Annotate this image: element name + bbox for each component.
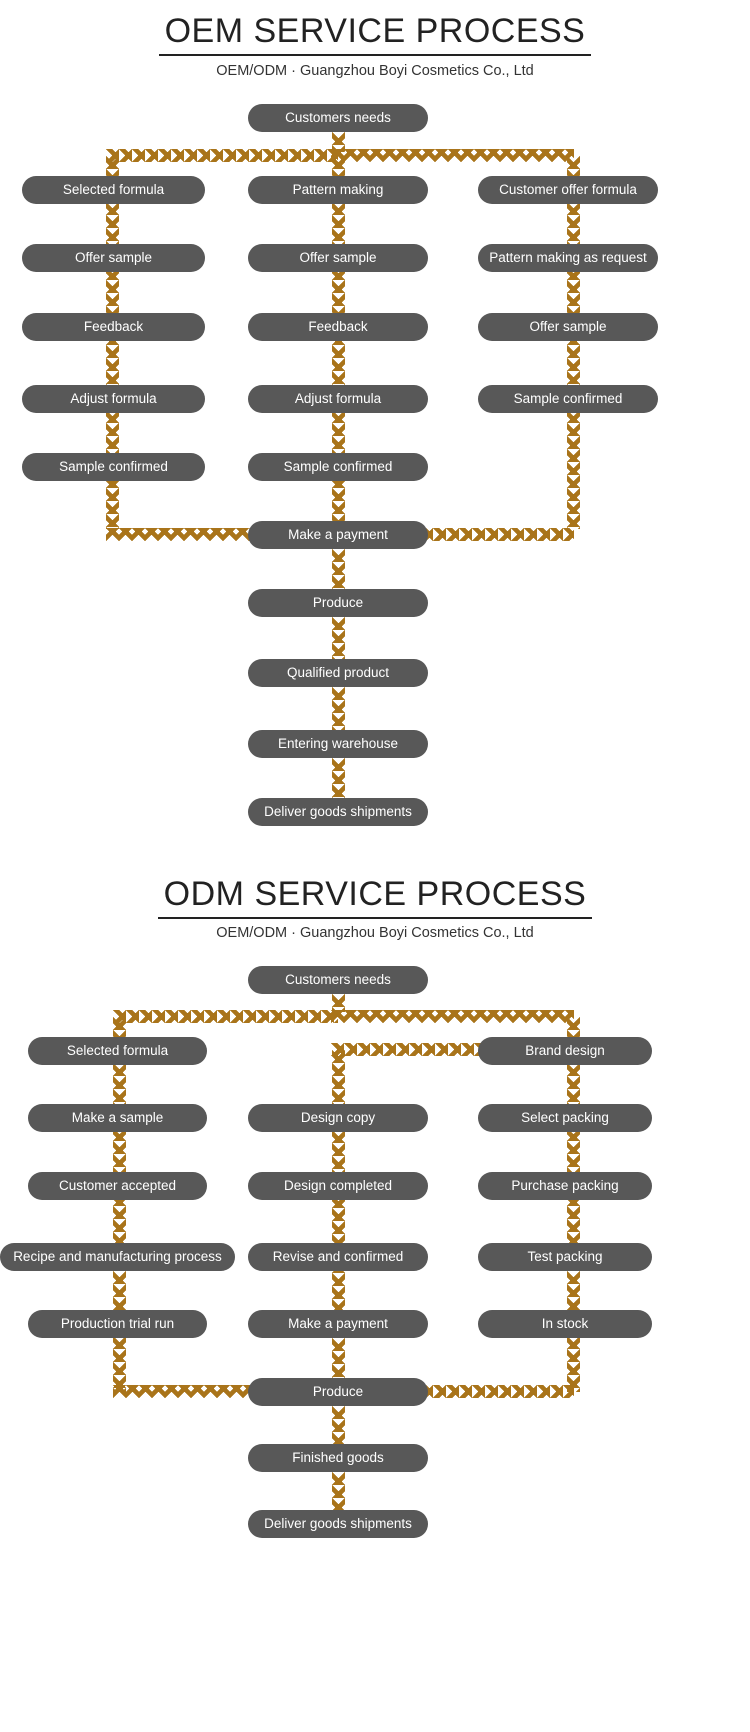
oem-middle-step-5[interactable]: Sample confirmed xyxy=(248,453,428,481)
oem-tail-connector-3 xyxy=(331,687,345,730)
odm-middle-step-3[interactable]: Revise and confirmed xyxy=(248,1243,428,1271)
oem-left-step-2[interactable]: Offer sample xyxy=(22,244,205,272)
oem-tail-step-1[interactable]: Produce xyxy=(248,589,428,617)
oem-tail-connector-2 xyxy=(331,617,345,659)
oem-merge-node[interactable]: Make a payment xyxy=(248,521,428,549)
oem-tail-connector-1 xyxy=(331,549,345,590)
odm-merge-from-left xyxy=(113,1385,281,1398)
odm-right-step-1[interactable]: Brand design xyxy=(478,1037,652,1065)
oem-title-text: OEM SERVICE PROCESS xyxy=(158,12,592,56)
odm-bus-right xyxy=(331,1010,574,1023)
oem-tail-connector-4 xyxy=(331,758,345,799)
oem-bus-right xyxy=(331,149,574,162)
odm-merge-from-right xyxy=(420,1385,574,1398)
odm-section-title: ODM SERVICE PROCESS xyxy=(0,875,750,919)
oem-middle-step-2[interactable]: Offer sample xyxy=(248,244,428,272)
odm-branddesign-to-designcopy xyxy=(331,1043,483,1056)
odm-title-text: ODM SERVICE PROCESS xyxy=(157,875,593,919)
odm-tail-step-1[interactable]: Finished goods xyxy=(248,1444,428,1472)
oem-merge-from-right xyxy=(420,528,574,541)
odm-tail-connector-1 xyxy=(331,1406,345,1444)
oem-start-node[interactable]: Customers needs xyxy=(248,104,428,132)
oem-section-title: OEM SERVICE PROCESS xyxy=(0,12,750,56)
oem-bus-left xyxy=(106,149,338,162)
odm-right-step-5[interactable]: In stock xyxy=(478,1310,652,1338)
odm-right-step-4[interactable]: Test packing xyxy=(478,1243,652,1271)
odm-merge-node[interactable]: Produce xyxy=(248,1378,428,1406)
oem-middle-step-1[interactable]: Pattern making xyxy=(248,176,428,204)
odm-left-step-2[interactable]: Make a sample xyxy=(28,1104,207,1132)
oem-left-step-1[interactable]: Selected formula xyxy=(22,176,205,204)
oem-left-step-5[interactable]: Sample confirmed xyxy=(22,453,205,481)
odm-left-step-5[interactable]: Production trial run xyxy=(28,1310,207,1338)
oem-right-column-rail xyxy=(567,176,580,529)
oem-tail-step-4[interactable]: Deliver goods shipments xyxy=(248,798,428,826)
oem-right-step-2[interactable]: Pattern making as request xyxy=(478,244,658,272)
odm-section-subtitle: OEM/ODM · Guangzhou Boyi Cosmetics Co., … xyxy=(216,925,534,941)
odm-right-step-2[interactable]: Select packing xyxy=(478,1104,652,1132)
oem-connector-start-to-bus xyxy=(331,132,345,152)
odm-left-step-1[interactable]: Selected formula xyxy=(28,1037,207,1065)
odm-connector-start-to-bus xyxy=(331,994,345,1012)
oem-drop-middle xyxy=(331,156,345,176)
oem-right-step-4[interactable]: Sample confirmed xyxy=(478,385,658,413)
odm-left-column-rail xyxy=(113,1037,126,1392)
oem-left-step-4[interactable]: Adjust formula xyxy=(22,385,205,413)
oem-middle-step-3[interactable]: Feedback xyxy=(248,313,428,341)
odm-middle-step-2[interactable]: Design completed xyxy=(248,1172,428,1200)
odm-right-column-rail xyxy=(567,1037,580,1392)
oem-tail-step-3[interactable]: Entering warehouse xyxy=(248,730,428,758)
oem-drop-right xyxy=(567,156,580,176)
oem-left-step-3[interactable]: Feedback xyxy=(22,313,205,341)
odm-tail-connector-2 xyxy=(331,1472,345,1510)
oem-merge-from-left xyxy=(106,528,281,541)
oem-right-step-3[interactable]: Offer sample xyxy=(478,313,658,341)
odm-right-step-3[interactable]: Purchase packing xyxy=(478,1172,652,1200)
odm-designcopy-drop xyxy=(331,1050,345,1104)
oem-section-subtitle: OEM/ODM · Guangzhou Boyi Cosmetics Co., … xyxy=(216,63,534,79)
odm-start-node[interactable]: Customers needs xyxy=(248,966,428,994)
odm-tail-step-2[interactable]: Deliver goods shipments xyxy=(248,1510,428,1538)
odm-middle-step-4[interactable]: Make a payment xyxy=(248,1310,428,1338)
odm-drop-right xyxy=(567,1017,580,1037)
odm-bus-left xyxy=(113,1010,338,1023)
odm-drop-left xyxy=(113,1017,126,1037)
odm-left-step-4[interactable]: Recipe and manufacturing process xyxy=(0,1243,235,1271)
oem-right-step-1[interactable]: Customer offer formula xyxy=(478,176,658,204)
oem-drop-left xyxy=(106,156,119,176)
odm-left-step-3[interactable]: Customer accepted xyxy=(28,1172,207,1200)
oem-tail-step-2[interactable]: Qualified product xyxy=(248,659,428,687)
oem-middle-step-4[interactable]: Adjust formula xyxy=(248,385,428,413)
odm-middle-step-1[interactable]: Design copy xyxy=(248,1104,428,1132)
